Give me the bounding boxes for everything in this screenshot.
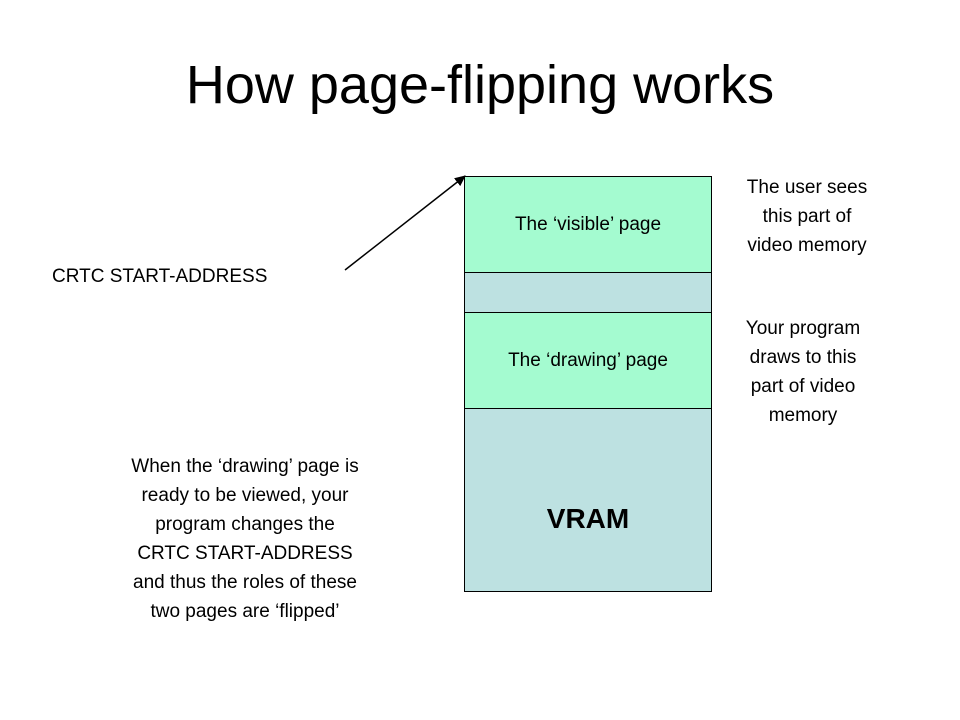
vram-label: VRAM — [546, 503, 630, 534]
drawing-page-label: The ‘drawing’ page — [508, 349, 668, 371]
program-draws-note: Your program draws to this part of video… — [745, 318, 861, 426]
slide-title: How page-flipping works — [185, 55, 775, 115]
drawing-page-block: The ‘drawing’ page — [464, 312, 712, 409]
flip-explanation-note: When the ‘drawing’ page is ready to be v… — [131, 456, 359, 622]
arrow-line — [344, 175, 466, 271]
visible-page-block: The ‘visible’ page — [464, 176, 712, 273]
user-sees-note: The user sees this part of video memory — [746, 177, 868, 256]
crtc-start-address-label: CRTC START-ADDRESS — [52, 266, 268, 287]
visible-page-label: The ‘visible’ page — [514, 213, 662, 235]
